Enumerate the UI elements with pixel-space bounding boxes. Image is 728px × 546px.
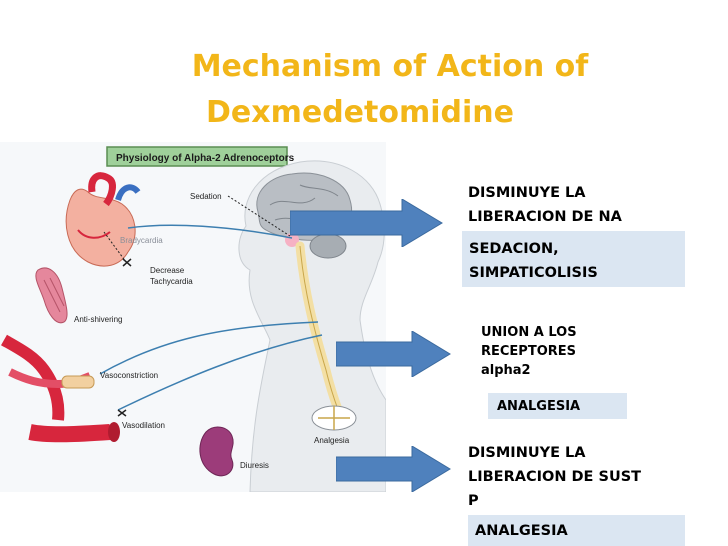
figure-header-text: Physiology of Alpha-2 Adrenoceptors [116, 153, 295, 164]
arrow-1 [290, 199, 443, 247]
box1-panel: SEDACION, SIMPATICOLISIS [462, 231, 685, 287]
blood-vessels [1, 334, 120, 443]
box2-panel-line: ANALGESIA [497, 399, 581, 414]
arrow-3 [336, 446, 451, 492]
box3-panel-line: ANALGESIA [475, 523, 568, 539]
box2-heading-line: UNION A LOS [481, 325, 577, 340]
box2-heading-line: alpha2 [481, 363, 531, 378]
label-analgesia: Analgesia [314, 436, 350, 445]
kidney-illustration [199, 426, 234, 477]
box1-panel-line: SIMPATICOLISIS [469, 265, 598, 281]
box1-heading-line: LIBERACION DE NA [468, 209, 622, 225]
vertebra-illustration [311, 405, 357, 431]
box3-panel: ANALGESIA [468, 515, 685, 546]
muscle-illustration [35, 267, 68, 324]
label-tachycardia: Tachycardia [150, 277, 193, 286]
slide-title-line-2: Dexmedetomidine [206, 95, 514, 130]
box1-heading: DISMINUYE LA LIBERACION DE NA [468, 181, 622, 229]
box1-panel-line: SEDACION, [469, 241, 559, 257]
label-vasoconstriction: Vasoconstriction [100, 371, 158, 380]
label-anti-shivering: Anti-shivering [74, 315, 122, 324]
label-vasodilation: Vasodilation [122, 421, 165, 430]
nerve-pathways [99, 224, 323, 411]
arrow-2 [336, 331, 451, 377]
box3-heading: DISMINUYE LA LIBERACION DE SUST P [468, 441, 641, 513]
block-markers [117, 258, 132, 417]
box1-heading-line: DISMINUYE LA [468, 185, 586, 201]
physiology-figure: Physiology of Alpha-2 Adrenoceptors [0, 142, 386, 492]
box3-heading-line: LIBERACION DE SUST [468, 469, 642, 485]
box2-heading-line: RECEPTORES [481, 344, 577, 359]
label-sedation: Sedation [190, 192, 222, 201]
label-diuresis: Diuresis [240, 461, 269, 470]
box2-panel: ANALGESIA [488, 393, 627, 419]
label-bradycardia: Bradycardia [120, 236, 163, 245]
box2-heading: UNION A LOS RECEPTORES alpha2 [481, 323, 577, 380]
box3-heading-line: DISMINUYE LA [468, 445, 586, 461]
heart-illustration [65, 172, 141, 267]
slide-title-line-1: Mechanism of Action of [191, 49, 589, 84]
figure-header: Physiology of Alpha-2 Adrenoceptors [106, 146, 295, 167]
box3-heading-line: P [468, 493, 479, 509]
label-decrease: Decrease [150, 266, 185, 275]
locus-coeruleus [285, 233, 299, 247]
